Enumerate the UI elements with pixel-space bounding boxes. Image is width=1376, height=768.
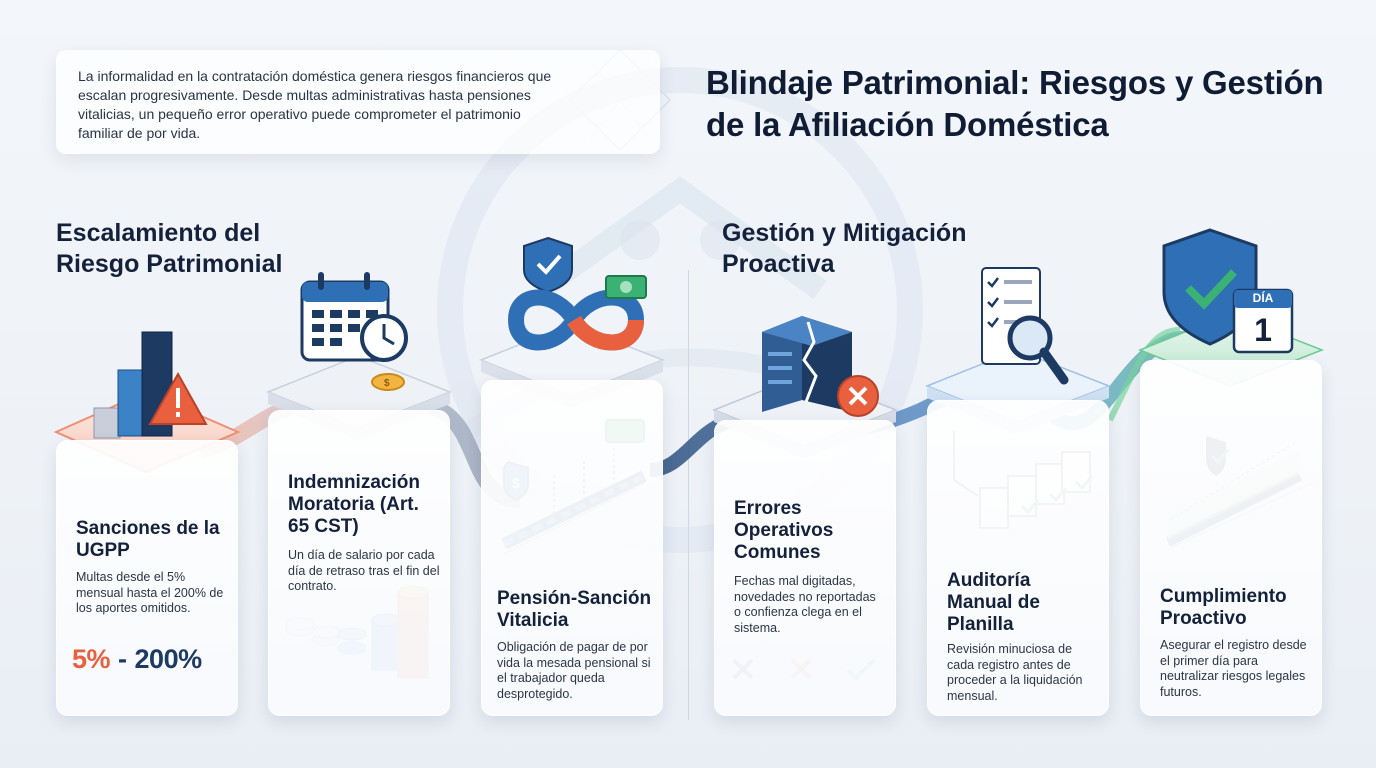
range-separator: - <box>118 644 127 674</box>
card-description: Fechas mal digitadas, novedades no repor… <box>734 574 876 635</box>
card-title: Sanciones de la UGPP <box>76 518 220 561</box>
section-divider <box>688 270 689 720</box>
shield-calendar-icon <box>1162 228 1294 354</box>
card-lifetime-pension: Pensión-Sanción Vitalicia Obligación de … <box>481 380 663 716</box>
card-title: Cumplimiento Proactivo <box>1160 586 1287 629</box>
rising-bars-warning-icon <box>93 331 208 439</box>
card-late-indemnity: Indemnización Moratoria (Art. 65 CST) Un… <box>268 410 450 716</box>
card-title: Auditoría Manual de Planilla <box>947 570 1040 635</box>
svg-text:$: $ <box>384 378 390 389</box>
card-proactive-compliance: Cumplimiento Proactivo Asegurar el regis… <box>1140 360 1322 716</box>
intro-text: La informalidad en la contratación domés… <box>78 68 552 141</box>
card-title: Indemnización Moratoria (Art. 65 CST) <box>288 472 420 537</box>
card-title: Pensión-Sanción Vitalicia <box>497 588 652 631</box>
card-description: Asegurar el registro desde el primer día… <box>1160 638 1307 699</box>
infinity-shield-icon <box>507 236 647 351</box>
section-title-mitigation: Gestión y Mitigación Proactiva <box>722 219 967 278</box>
broken-server-icon <box>762 316 879 417</box>
page-title: Blindaje Patrimonial: Riesgos y Gestión … <box>706 64 1324 143</box>
calendar-clock-icon: $ <box>300 272 408 391</box>
card-description: Revisión minuciosa de cada registro ante… <box>947 642 1083 703</box>
card-description: Obligación de pagar de por vida la mesad… <box>497 640 651 701</box>
card-title: Errores Operativos Comunes <box>734 498 834 563</box>
card-description: Un día de salario por cada día de retras… <box>288 548 440 593</box>
card-ugpp-sanctions: Sanciones de la UGPP Multas desde el 5% … <box>56 440 238 716</box>
section-title-risk: Escalamiento del Riesgo Patrimonial <box>56 219 283 278</box>
checklist-magnifier-icon <box>981 267 1069 385</box>
calendar-badge-day: 1 <box>1254 312 1272 348</box>
card-operational-errors: Errores Operativos Comunes Fechas mal di… <box>714 420 896 716</box>
range-low: 5% <box>72 644 111 674</box>
range-high: 200% <box>134 644 203 674</box>
card-description: Multas desde el 5% mensual hasta el 200%… <box>76 570 224 615</box>
sanction-range: 5%-200% <box>72 644 202 675</box>
intro-box: La informalidad en la contratación domés… <box>56 50 660 154</box>
calendar-badge-label: DÍA <box>1252 291 1274 305</box>
card-manual-audit: Auditoría Manual de Planilla Revisión mi… <box>927 400 1109 716</box>
